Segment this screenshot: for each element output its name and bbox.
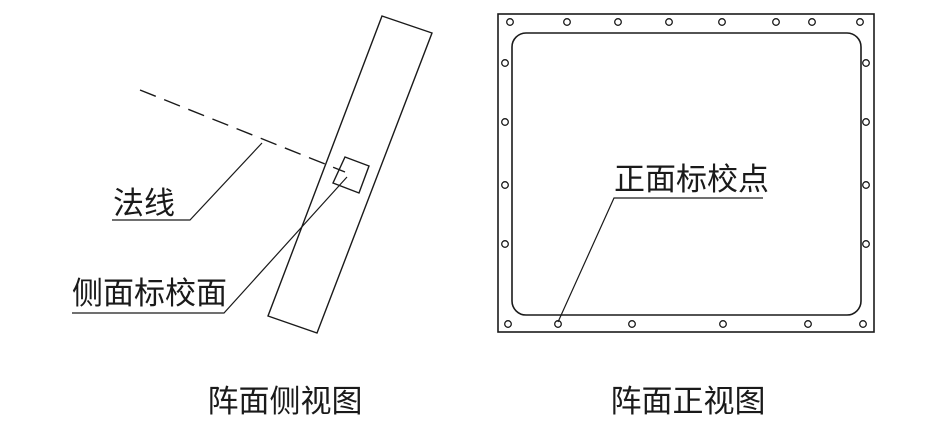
side-calib-leader: [72, 176, 348, 314]
array-panel-side: [267, 15, 433, 334]
front-calib-leader: [557, 197, 763, 323]
side-calib-label: 侧面标校面: [72, 276, 227, 312]
mounting-hole: [501, 240, 509, 248]
front-view: 正面标校点 阵面正视图: [497, 13, 875, 420]
mounting-hole: [856, 18, 864, 26]
mounting-hole: [506, 18, 514, 26]
array-frame-outer: [497, 13, 875, 333]
side-view-caption: 阵面侧视图: [208, 384, 363, 420]
mounting-hole: [665, 18, 673, 26]
front-view-caption: 阵面正视图: [611, 384, 766, 420]
normal-label: 法线: [113, 186, 175, 222]
mounting-hole: [772, 18, 780, 26]
side-view: 法线 侧面标校面 阵面侧视图: [72, 15, 433, 420]
mounting-hole: [501, 118, 509, 126]
mounting-hole: [862, 181, 870, 189]
mounting-hole: [501, 59, 509, 67]
mounting-hole: [719, 320, 727, 328]
mounting-hole: [563, 18, 571, 26]
mounting-hole: [862, 118, 870, 126]
mounting-hole: [859, 320, 867, 328]
mounting-hole: [808, 18, 816, 26]
array-panel-inner: [511, 32, 862, 316]
mounting-hole: [628, 320, 636, 328]
mounting-hole: [504, 320, 512, 328]
mounting-hole: [501, 181, 509, 189]
mounting-hole: [804, 320, 812, 328]
side-calibration-face: [332, 156, 370, 194]
mounting-holes: [501, 18, 870, 328]
mounting-hole: [862, 59, 870, 67]
normal-line: [139, 89, 346, 173]
mounting-hole: [614, 18, 622, 26]
normal-leader: [112, 142, 263, 221]
mounting-hole: [718, 18, 726, 26]
mounting-hole: [862, 240, 870, 248]
front-calib-label: 正面标校点: [614, 162, 769, 198]
